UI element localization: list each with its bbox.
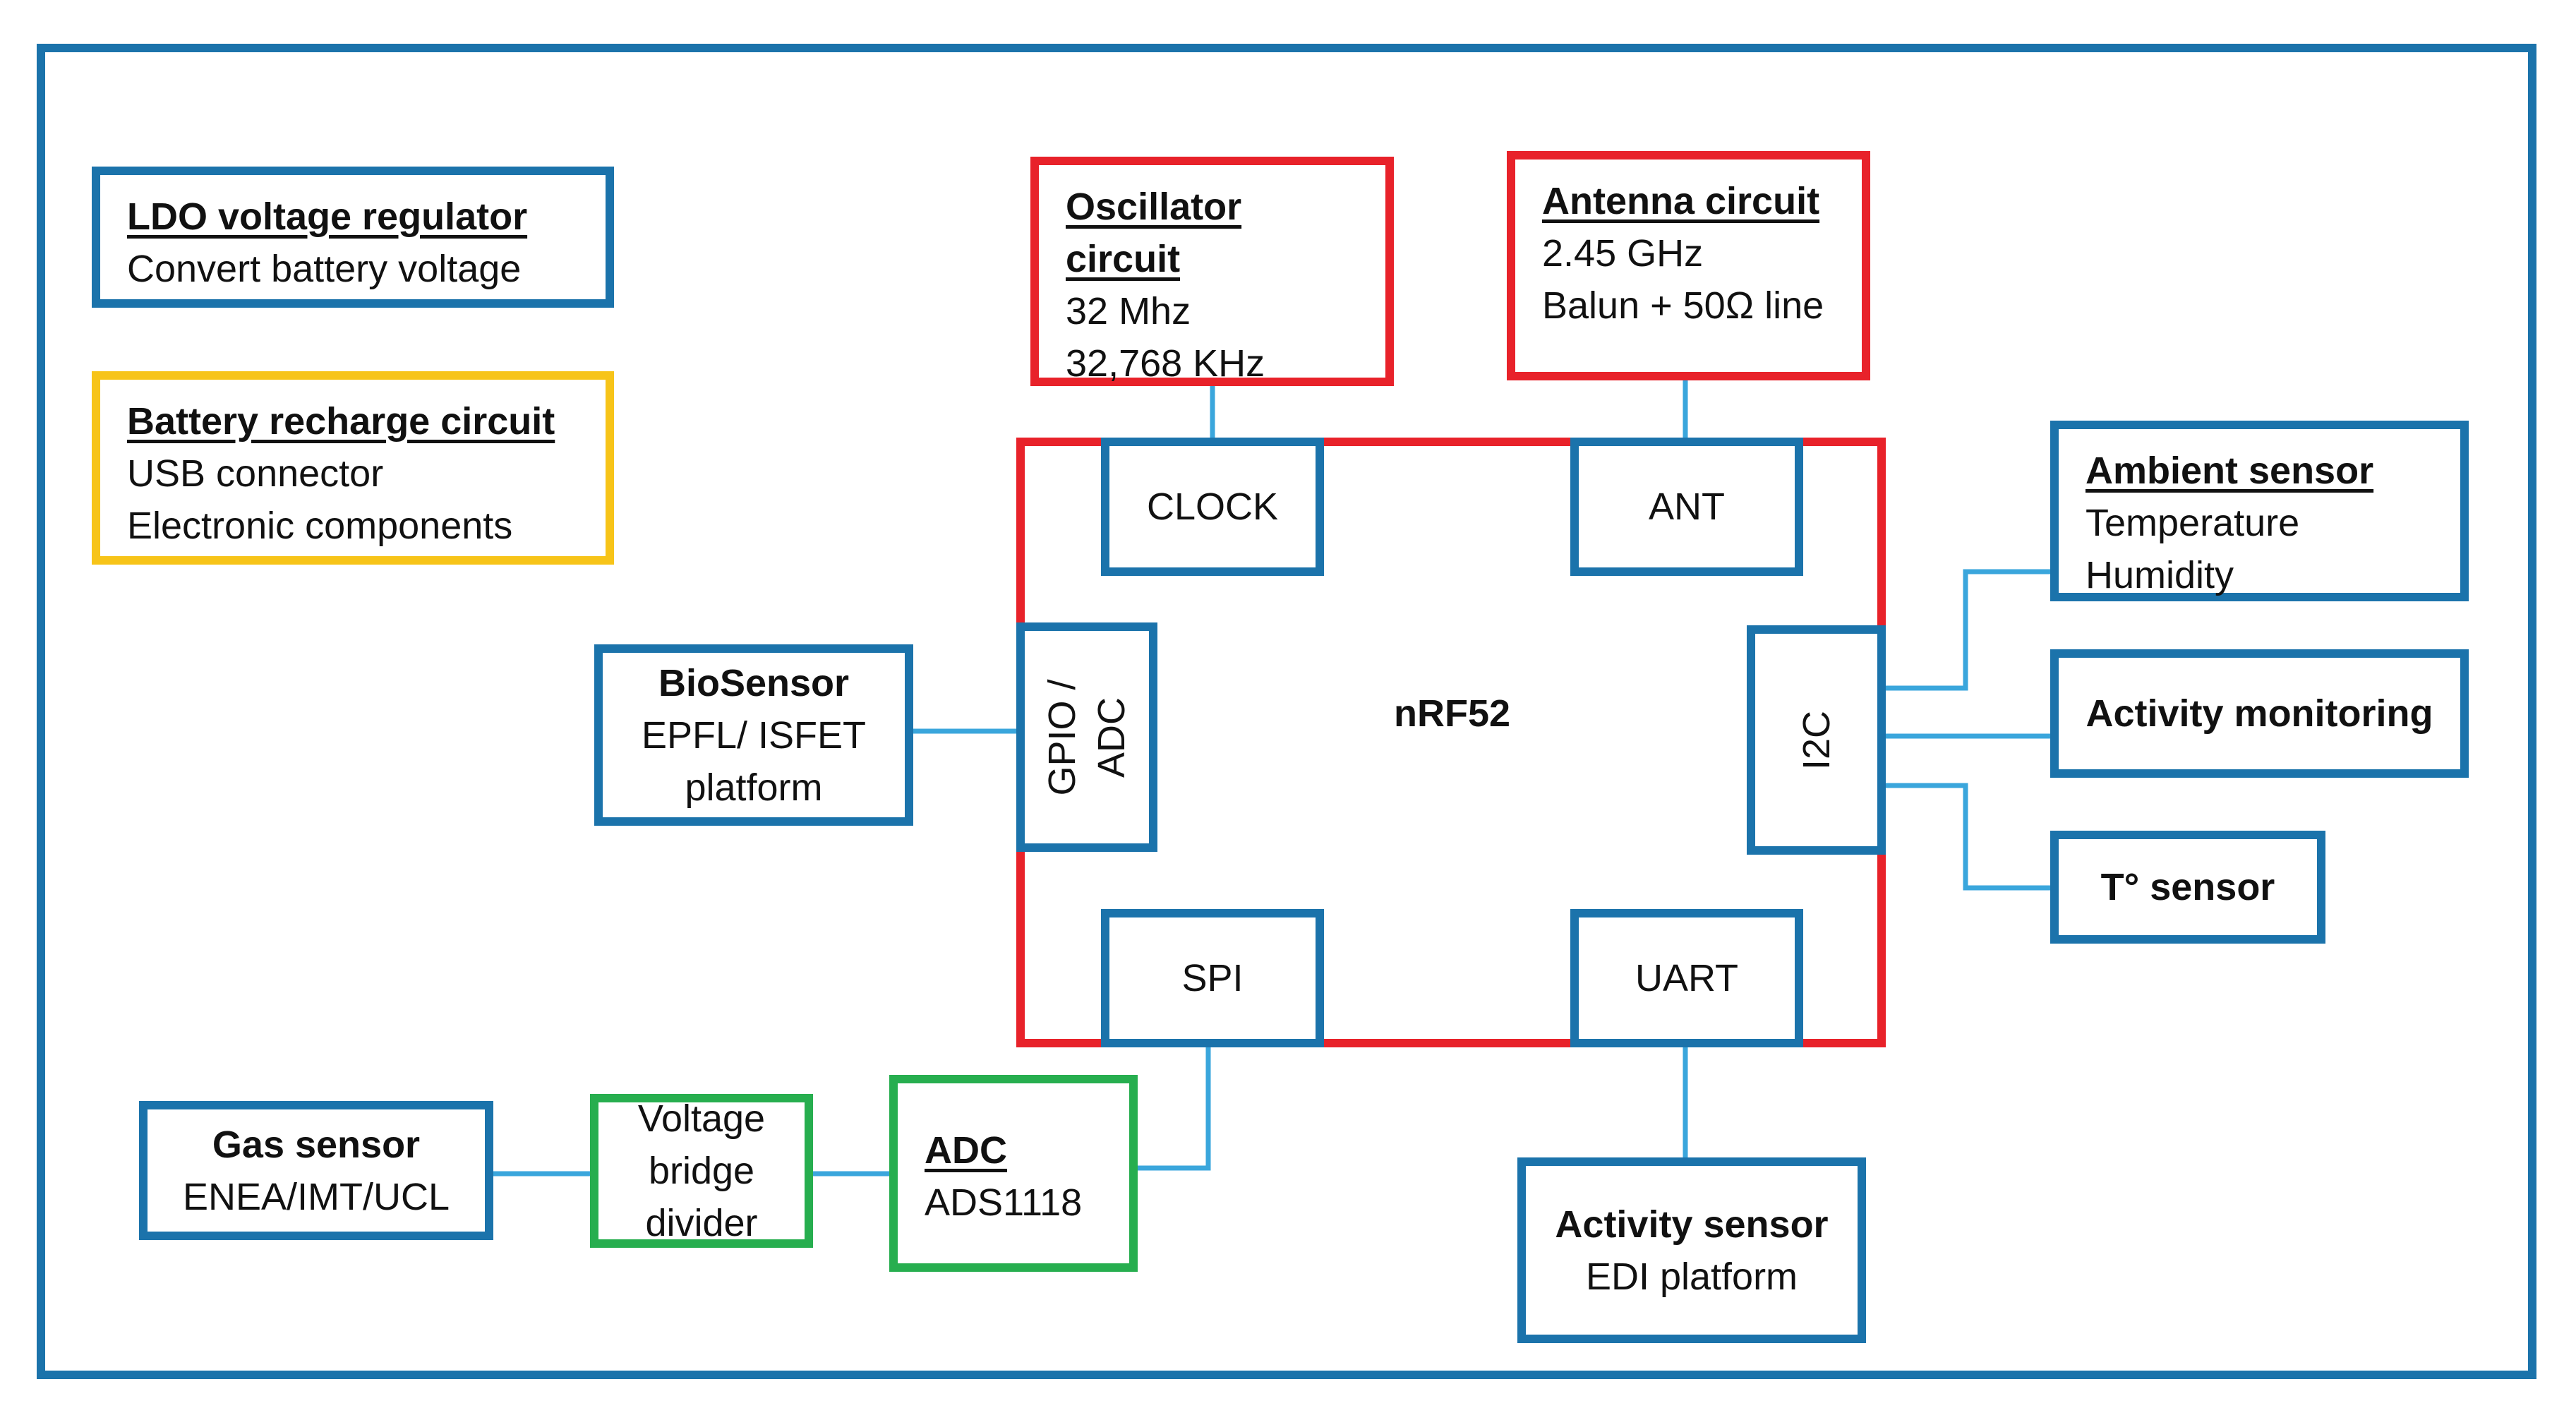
activity-sensor-title: Activity sensor — [1555, 1203, 1829, 1246]
gas-sensor-line: ENEA/IMT/UCL — [182, 1175, 450, 1218]
i2c-port-label: I2C — [1795, 710, 1838, 770]
ldo-regulator-box: LDO voltage regulator Convert battery vo… — [92, 167, 614, 308]
oscillator-circuit-box: Oscillator circuit 32 Mhz 32,768 KHz — [1030, 157, 1394, 386]
activity-sensor-box: Activity sensor EDI platform — [1517, 1157, 1866, 1343]
battery-title: Battery recharge circuit — [127, 400, 555, 443]
ambient-line-2: Humidity — [2086, 554, 2234, 596]
gpio-adc-port: GPIO / ADC — [1016, 622, 1157, 852]
voltage-bridge-line-1: Voltage — [637, 1097, 766, 1140]
outer-frame — [37, 44, 2536, 1379]
spi-port-label: SPI — [1181, 957, 1244, 999]
biosensor-box: BioSensor EPFL/ ISFET platform — [594, 644, 913, 826]
ant-port-label: ANT — [1649, 486, 1725, 528]
uart-port-label: UART — [1635, 957, 1739, 999]
clock-port-label: CLOCK — [1146, 486, 1279, 528]
adc-port-label: ADC — [1090, 697, 1133, 778]
wire-i2c-t-sensor — [1881, 783, 2057, 891]
wire-spi-adc — [1136, 1043, 1211, 1171]
biosensor-title: BioSensor — [658, 661, 850, 704]
antenna-title: Antenna circuit — [1542, 180, 1820, 222]
ldo-line: Convert battery voltage — [127, 248, 522, 290]
gas-sensor-title: Gas sensor — [212, 1123, 421, 1166]
antenna-line-1: 2.45 GHz — [1542, 232, 1704, 275]
ambient-line-1: Temperature — [2086, 502, 2300, 544]
adc-chip-box: ADC ADS1118 — [889, 1075, 1138, 1272]
gpio-label: GPIO / — [1041, 678, 1083, 796]
adc-chip-line: ADS1118 — [925, 1181, 1083, 1224]
biosensor-line-1: EPFL/ ISFET — [641, 714, 867, 757]
t-sensor-title: T° sensor — [2100, 866, 2275, 908]
clock-port: CLOCK — [1101, 438, 1324, 576]
ldo-title: LDO voltage regulator — [127, 195, 528, 238]
activity-monitoring-box: Activity monitoring — [2050, 649, 2469, 778]
battery-recharge-box: Battery recharge circuit USB connector E… — [92, 371, 614, 565]
spi-port: SPI — [1101, 909, 1324, 1047]
adc-chip-title: ADC — [925, 1129, 1007, 1172]
battery-line-2: Electronic components — [127, 505, 513, 547]
battery-line-1: USB connector — [127, 452, 384, 495]
uart-port: UART — [1570, 909, 1803, 1047]
gpio-adc-label: GPIO / ADC — [1037, 679, 1136, 795]
nrf52-label: nRF52 — [1394, 692, 1511, 735]
ant-port: ANT — [1570, 438, 1803, 576]
oscillator-title: Oscillator circuit — [1066, 186, 1242, 280]
ambient-title: Ambient sensor — [2086, 450, 2374, 492]
antenna-circuit-box: Antenna circuit 2.45 GHz Balun + 50Ω lin… — [1507, 151, 1870, 380]
biosensor-line-2: platform — [685, 766, 823, 809]
oscillator-line-2: 32,768 KHz — [1066, 342, 1265, 385]
t-sensor-box: T° sensor — [2050, 831, 2325, 944]
i2c-port: I2C — [1747, 625, 1886, 855]
voltage-bridge-divider-box: Voltage bridge divider — [590, 1094, 813, 1248]
activity-sensor-line: EDI platform — [1585, 1255, 1798, 1298]
voltage-bridge-line-2: bridge — [648, 1150, 755, 1192]
oscillator-line-1: 32 Mhz — [1066, 290, 1191, 332]
wire-i2c-ambient — [1881, 569, 2057, 691]
ambient-sensor-box: Ambient sensor Temperature Humidity — [2050, 421, 2469, 601]
activity-monitoring-title: Activity monitoring — [2086, 692, 2433, 735]
antenna-line-2: Balun + 50Ω line — [1542, 284, 1824, 327]
gas-sensor-box: Gas sensor ENEA/IMT/UCL — [139, 1101, 493, 1240]
voltage-bridge-line-3: divider — [645, 1202, 758, 1244]
